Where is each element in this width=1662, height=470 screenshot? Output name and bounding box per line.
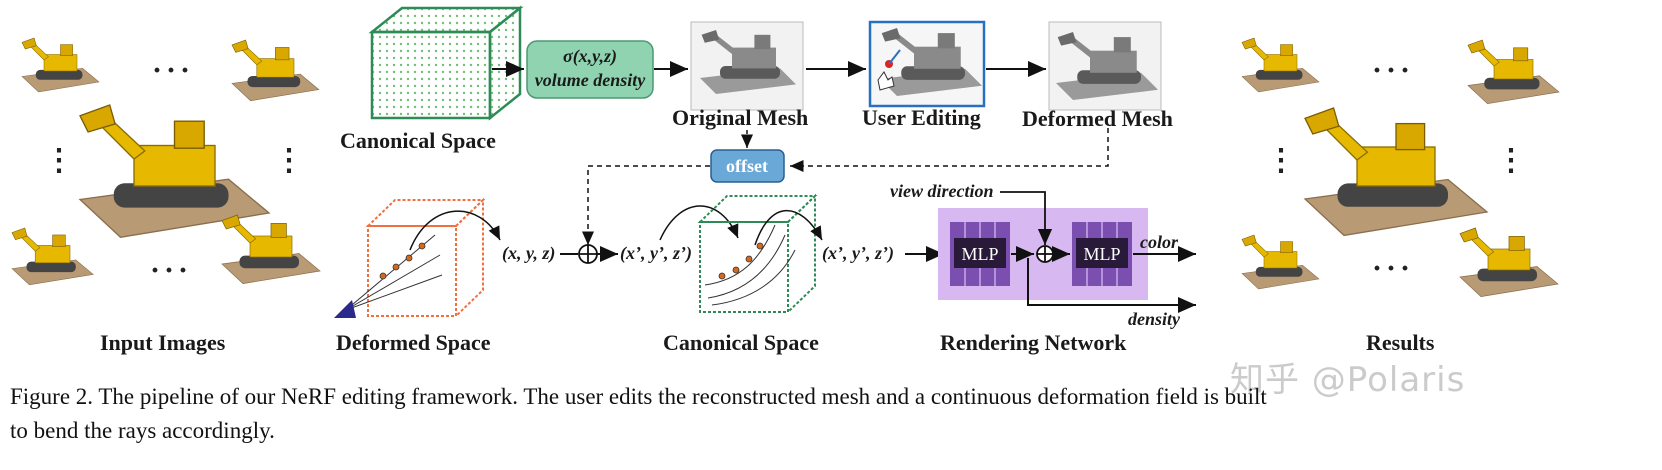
ellipsis-bottom: ··· <box>150 254 192 287</box>
user-editing-label: User Editing <box>862 105 981 130</box>
deformed-mesh: Deformed Mesh <box>1022 21 1173 131</box>
results-ellipsis-bottom: ··· <box>1372 252 1414 285</box>
density-output-arrow <box>1027 258 1196 313</box>
results-vellipsis-left: ⋮ <box>1266 144 1300 177</box>
input-image-thumb <box>231 39 320 102</box>
plus-operator-2 <box>1036 245 1054 263</box>
deformed-space: Deformed Space <box>334 197 501 355</box>
mlp-2-label: MLP <box>1083 244 1120 264</box>
results-vellipsis-right: ⋮ <box>1496 144 1530 177</box>
result-main <box>1304 107 1488 237</box>
result-thumb <box>1459 227 1559 297</box>
figure-caption: Figure 2. The pipeline of our NeRF editi… <box>10 380 1650 448</box>
arrow-offset-to-plus <box>582 165 710 245</box>
watermark: 知乎 @Polaris <box>1230 360 1466 400</box>
result-thumb <box>1241 37 1320 93</box>
density-text: volume density <box>535 70 646 90</box>
plus-operator-1 <box>578 244 598 264</box>
offset-box: offset <box>710 149 785 183</box>
offset-text: offset <box>726 156 768 176</box>
input-image-thumb <box>221 214 321 284</box>
result-thumb <box>1467 39 1560 105</box>
original-mesh-label: Original Mesh <box>672 105 808 130</box>
input-image-main <box>79 104 270 238</box>
input-images-label: Input Images <box>100 330 226 355</box>
xyz-label: (x, y, z) <box>502 243 555 264</box>
canonical-space-top: Canonical Space <box>340 5 524 153</box>
canonical-space-bottom: Canonical Space <box>659 193 823 355</box>
user-editing: User Editing <box>862 20 986 130</box>
color-label: color <box>1140 232 1179 252</box>
mlp-1-label: MLP <box>961 244 998 264</box>
caption-line-1: Figure 2. The pipeline of our NeRF editi… <box>10 384 1267 409</box>
pipeline-figure: ··· ··· ⋮ ⋮ Input Images Canonical Space… <box>11 5 1560 355</box>
rendering-network-label: Rendering Network <box>940 330 1127 355</box>
xyz-prime-label-1: (x’, y’, z’) <box>620 243 692 264</box>
results-group: ··· ··· ⋮ ⋮ Results <box>1241 37 1560 355</box>
volume-density-box: σ(x,y,z) volume density <box>526 40 654 99</box>
rendering-network: MLP MLP Rendering Network <box>938 208 1148 355</box>
input-image-thumb <box>21 37 100 93</box>
canonical-space-bottom-label: Canonical Space <box>663 330 819 355</box>
ellipsis-top: ··· <box>152 54 194 87</box>
original-mesh: Original Mesh <box>672 21 808 130</box>
deformed-space-label: Deformed Space <box>336 330 491 355</box>
results-ellipsis-top: ··· <box>1372 54 1414 87</box>
input-image-thumb <box>11 227 94 286</box>
camera-icon <box>334 300 356 318</box>
deformed-mesh-label: Deformed Mesh <box>1022 106 1173 131</box>
canonical-space-top-label: Canonical Space <box>340 128 496 153</box>
view-direction-label: view direction <box>890 181 993 201</box>
results-label: Results <box>1366 330 1435 355</box>
input-images-group: ··· ··· ⋮ ⋮ Input Images <box>11 37 321 355</box>
density-label: density <box>1128 309 1181 329</box>
vellipsis-right: ⋮ <box>274 144 308 177</box>
result-thumb <box>1241 234 1320 290</box>
arrow-deformed-to-offset <box>790 128 1109 172</box>
caption-line-2: to bend the rays accordingly. <box>10 418 275 443</box>
density-sigma: σ(x,y,z) <box>563 46 617 67</box>
vellipsis-left: ⋮ <box>44 144 78 177</box>
xyz-prime-label-2: (x’, y’, z’) <box>822 243 894 264</box>
hand-cursor-icon <box>877 71 895 91</box>
